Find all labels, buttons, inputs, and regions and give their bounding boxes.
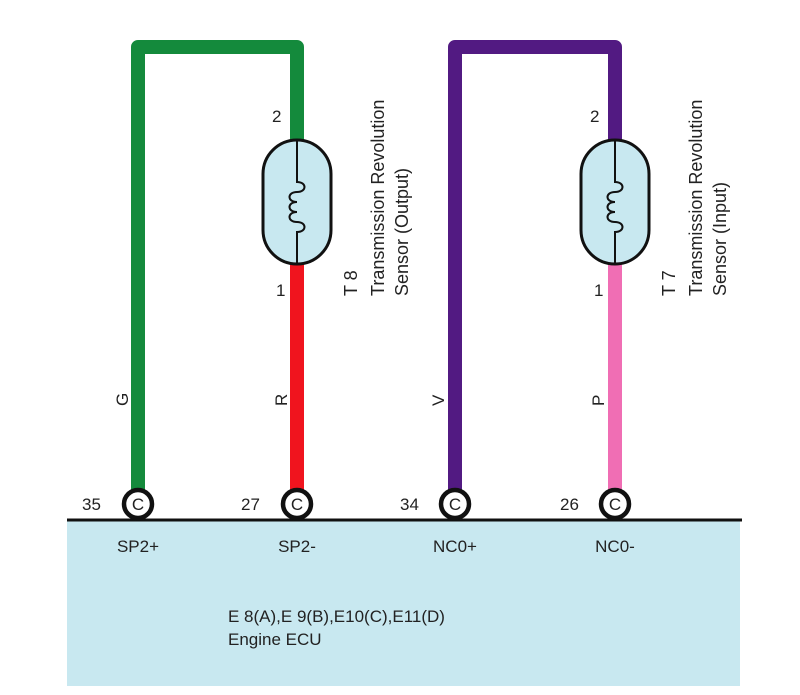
ecu-name: Engine ECU — [228, 630, 322, 649]
terminal-label: SP2- — [278, 537, 316, 556]
wire-color-code: V — [429, 394, 448, 406]
terminal-label: NC0+ — [433, 537, 477, 556]
sensor-id: T 8 — [341, 270, 361, 296]
sensor-name-line1: Transmission Revolution — [686, 100, 706, 296]
wire-green — [131, 40, 304, 503]
connector-letter: C — [449, 495, 461, 514]
connector-circle — [121, 487, 155, 521]
sensor-pin-top: 2 — [590, 107, 599, 126]
connector-letter: C — [291, 495, 303, 514]
sensor-name-line2: Sensor (Output) — [392, 168, 412, 296]
ecu-box — [67, 520, 740, 686]
connector-circle — [280, 487, 314, 521]
pin-26: C 26 NC0- — [560, 487, 635, 556]
sensor-pin-bottom: 1 — [276, 281, 285, 300]
pin-35: C 35 SP2+ — [82, 487, 159, 556]
coil-icon — [288, 140, 306, 264]
pin-34: C 34 NC0+ — [400, 487, 477, 556]
connector-letter: C — [609, 495, 621, 514]
pin-number: 26 — [560, 495, 579, 514]
sensor-pin-top: 2 — [272, 107, 281, 126]
terminal-label: NC0- — [595, 537, 635, 556]
ecu-connectors: E 8(A),E 9(B),E10(C),E11(D) — [228, 607, 445, 626]
sensor-pin-bottom: 1 — [594, 281, 603, 300]
sensor-name-line1: Transmission Revolution — [368, 100, 388, 296]
connector-letter: C — [132, 495, 144, 514]
wire-color-code: G — [113, 393, 132, 406]
terminal-label: SP2+ — [117, 537, 159, 556]
pin-27: C 27 SP2- — [241, 487, 316, 556]
wire-color-code: R — [272, 394, 291, 406]
connector-circle — [598, 487, 632, 521]
wire-color-code: P — [589, 395, 608, 406]
sensor-name-line2: Sensor (Input) — [710, 182, 730, 296]
pin-number: 35 — [82, 495, 101, 514]
coil-icon — [606, 140, 624, 264]
pin-number: 27 — [241, 495, 260, 514]
wire-violet — [448, 40, 622, 503]
sensor-t7: 2 1 T 7 Transmission Revolution Sensor (… — [579, 100, 730, 300]
sensor-id: T 7 — [659, 270, 679, 296]
pin-number: 34 — [400, 495, 419, 514]
sensor-t8: 2 1 T 8 Transmission Revolution Sensor (… — [261, 100, 412, 300]
connector-circle — [438, 487, 472, 521]
